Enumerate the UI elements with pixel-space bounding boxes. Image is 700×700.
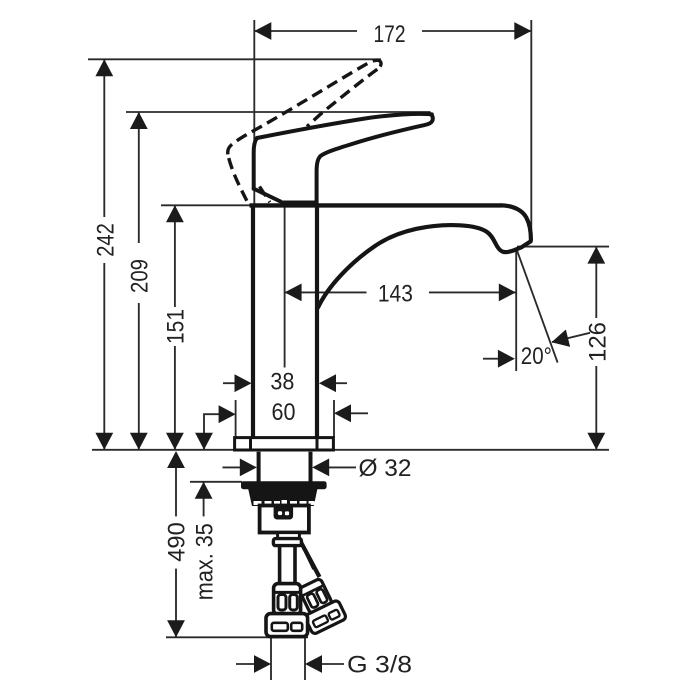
svg-text:490: 490 bbox=[164, 522, 191, 562]
svg-text:60: 60 bbox=[272, 399, 296, 426]
svg-text:209: 209 bbox=[127, 259, 154, 293]
svg-text:Ø 32: Ø 32 bbox=[359, 455, 412, 482]
svg-text:172: 172 bbox=[374, 21, 406, 48]
svg-text:126: 126 bbox=[585, 322, 612, 362]
svg-text:143: 143 bbox=[378, 281, 413, 308]
svg-text:242: 242 bbox=[93, 223, 120, 257]
svg-text:151: 151 bbox=[163, 309, 190, 344]
svg-text:20°: 20° bbox=[521, 343, 552, 370]
svg-text:38: 38 bbox=[270, 369, 294, 396]
svg-text:max. 35: max. 35 bbox=[192, 523, 219, 600]
svg-text:G 3/8: G 3/8 bbox=[347, 651, 412, 678]
